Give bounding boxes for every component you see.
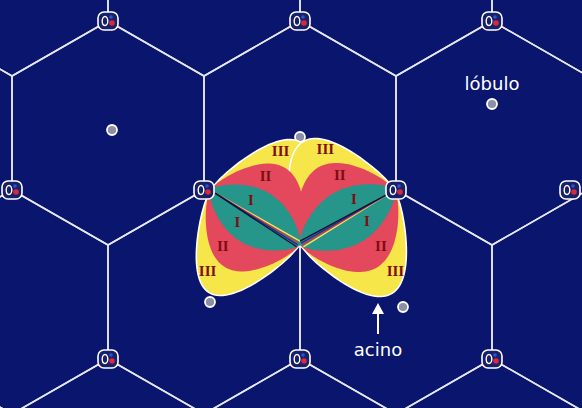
portal-vein — [301, 15, 305, 19]
zone-number: I — [364, 214, 370, 229]
hepatic-artery — [109, 358, 115, 364]
portal-vein — [205, 184, 209, 188]
zone-number: I — [234, 214, 240, 229]
axis-line — [300, 193, 390, 241]
triad-outline — [290, 350, 310, 368]
triad-outline — [482, 350, 502, 368]
triad-outline — [386, 181, 406, 199]
hepatic-artery — [13, 189, 19, 195]
portal-triad — [560, 181, 580, 199]
bile-duct — [294, 17, 300, 26]
portal-triad — [482, 350, 502, 368]
bile-duct — [564, 186, 570, 195]
acinus-zones — [196, 138, 406, 296]
zone-number: II — [334, 167, 346, 182]
bile-duct — [6, 186, 12, 195]
triad-outline — [194, 181, 214, 199]
portal-triad — [98, 12, 118, 30]
triad-outline — [98, 12, 118, 30]
bile-duct — [390, 186, 396, 195]
acinus-zone — [206, 164, 305, 272]
acinus-label: acino — [354, 341, 402, 359]
pointer-line — [377, 312, 379, 334]
portal-vein — [109, 15, 113, 19]
central-vein — [107, 125, 117, 135]
portal-triad — [194, 181, 214, 199]
portal-triad — [290, 12, 310, 30]
lobule-label: lóbulo — [465, 75, 520, 93]
hepatic-artery — [493, 20, 499, 26]
portal-triad — [386, 181, 406, 199]
portal-vein — [301, 353, 305, 357]
hepatic-artery — [571, 189, 577, 195]
lobule-outline — [396, 21, 582, 245]
hepatic-artery — [205, 189, 211, 195]
lobule-outline — [0, 21, 12, 245]
lobule-outline — [0, 359, 12, 408]
portal-triad — [290, 350, 310, 368]
portal-vein — [571, 184, 575, 188]
triad-outline — [560, 181, 580, 199]
triad-outline — [98, 350, 118, 368]
bile-duct — [198, 186, 204, 195]
portal-triads — [2, 12, 580, 368]
acinus-zone — [297, 163, 399, 272]
portal-vein — [397, 184, 401, 188]
zone-number: II — [260, 168, 272, 183]
bile-duct — [102, 355, 108, 364]
portal-triad — [482, 12, 502, 30]
bile-duct — [294, 355, 300, 364]
bile-duct — [102, 17, 108, 26]
zone-number: II — [217, 238, 229, 253]
hepatic-artery — [493, 358, 499, 364]
hepatic-artery — [301, 20, 307, 26]
lobule-outline — [0, 0, 108, 76]
portal-vein — [109, 353, 113, 357]
bile-duct — [486, 17, 492, 26]
central-vein — [398, 302, 408, 312]
portal-vein — [493, 353, 497, 357]
central-veins — [107, 99, 497, 312]
hepatic-artery — [301, 358, 307, 364]
central-vein — [205, 297, 215, 307]
pointer-head — [372, 303, 384, 314]
hepatic-artery — [397, 189, 403, 195]
triad-outline — [482, 12, 502, 30]
zone-number: I — [351, 191, 357, 206]
acinus-zone — [289, 138, 407, 296]
bile-duct — [486, 355, 492, 364]
lobule-outline — [492, 190, 582, 408]
lobule-outline — [12, 21, 204, 245]
zone-number: III — [387, 263, 405, 278]
triad-outline — [290, 12, 310, 30]
zone-number: I — [248, 192, 254, 207]
portal-triad — [98, 350, 118, 368]
portal-vein — [13, 184, 17, 188]
zone-number: II — [375, 238, 387, 253]
lobule-outline — [0, 190, 108, 408]
zone-number: III — [317, 142, 335, 157]
hepatic-artery — [109, 20, 115, 26]
acinus-pointer — [372, 303, 384, 334]
central-vein — [487, 99, 497, 109]
portal-vein — [493, 15, 497, 19]
triad-outline — [2, 181, 22, 199]
zone-number: III — [272, 144, 290, 159]
portal-triad — [2, 181, 22, 199]
acinus-axis-lines — [215, 193, 390, 247]
zone-number: III — [199, 263, 217, 278]
